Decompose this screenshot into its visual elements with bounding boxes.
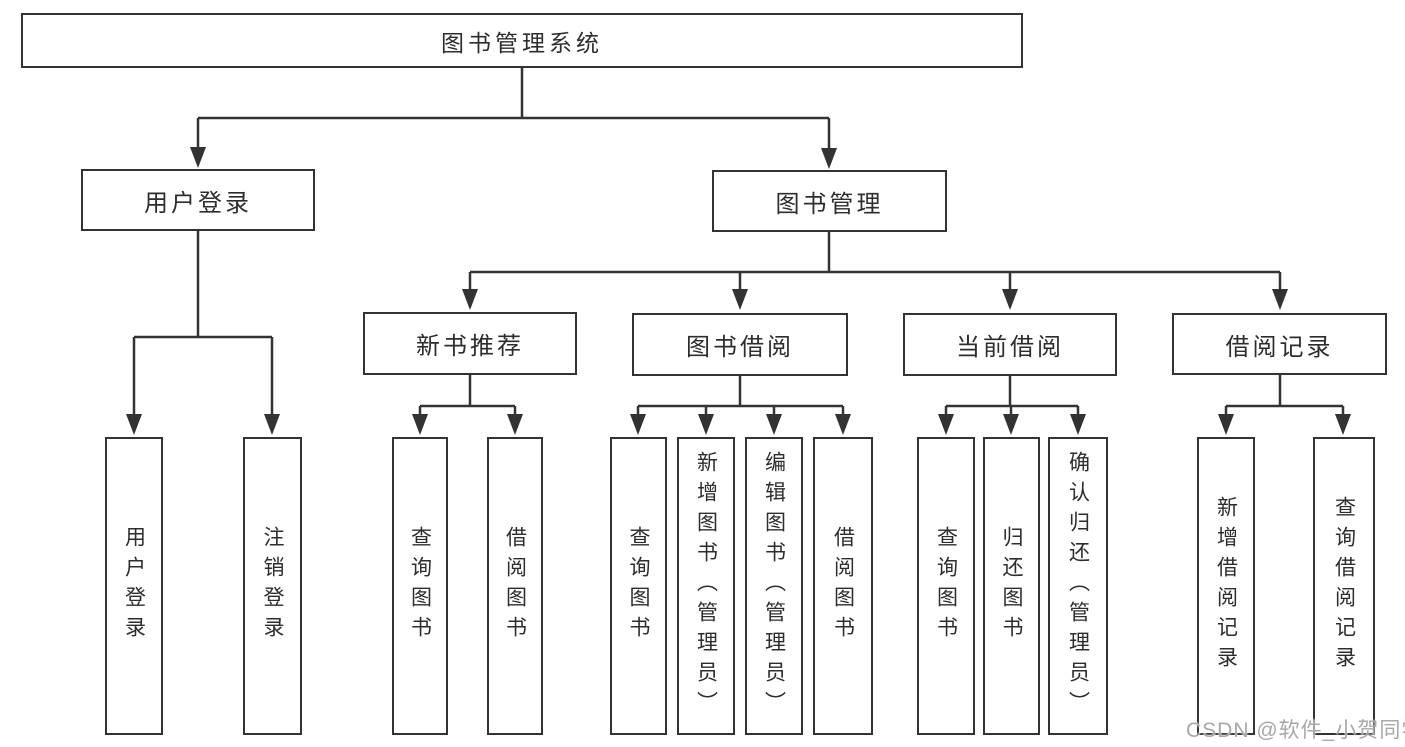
- leaf-label: 借阅图书: [831, 526, 855, 646]
- leaf-return-books: 归还图书: [983, 437, 1040, 735]
- arrowhead: [1218, 414, 1234, 435]
- arrowhead: [630, 414, 646, 435]
- arrowhead: [1070, 414, 1086, 435]
- leaf-label: 编辑图书（管理员）: [762, 451, 786, 721]
- arrowhead: [507, 414, 523, 435]
- arrowhead: [1272, 289, 1288, 310]
- edge-userlogin-to-leaves: [132, 231, 274, 414]
- arrowhead: [126, 414, 142, 435]
- node-label: 图书管理系统: [441, 29, 603, 56]
- node-current-borrow: 当前借阅: [903, 313, 1117, 376]
- leaf-query-borrow-record: 查询借阅记录: [1313, 437, 1375, 735]
- leaf-label: 新增图书（管理员）: [694, 451, 718, 721]
- leaf-user-login: 用户登录: [105, 437, 163, 735]
- arrowhead: [190, 147, 206, 168]
- leaf-label: 确认归还（管理员）: [1066, 451, 1090, 721]
- edge-current-to-leaves: [944, 376, 1080, 414]
- arrowhead: [462, 289, 478, 310]
- arrowhead: [1003, 414, 1019, 435]
- node-label: 当前借阅: [956, 334, 1064, 361]
- node-label: 借阅记录: [1225, 333, 1334, 361]
- leaf-confirm-return-admin: 确认归还（管理员）: [1048, 437, 1108, 735]
- edge-newbook-to-leaves: [418, 375, 517, 414]
- node-label: 图书管理: [775, 190, 884, 218]
- leaf-query-books: 查询图书: [917, 437, 975, 735]
- leaf-label: 借阅图书: [503, 526, 527, 646]
- leaf-label: 查询图书: [627, 526, 650, 646]
- leaf-label: 查询图书: [408, 526, 432, 646]
- leaf-label: 注销登录: [261, 526, 284, 646]
- node-label: 新书推荐: [416, 333, 524, 360]
- edge-borrow-to-leaves: [636, 376, 845, 414]
- edge-bookmgmt-to-level3: [468, 232, 1282, 289]
- arrowhead: [821, 148, 837, 169]
- leaf-add-books-admin: 新增图书（管理员）: [677, 437, 735, 735]
- leaf-borrow-books: 借阅图书: [813, 437, 873, 735]
- node-new-book-recommend: 新书推荐: [363, 312, 577, 375]
- node-borrow-records: 借阅记录: [1172, 313, 1387, 375]
- leaf-label: 新增借阅记录: [1214, 496, 1238, 676]
- csdn-watermark: CSDN @软件_小贺同学: [1186, 719, 1405, 742]
- leaf-logout: 注销登录: [243, 437, 302, 735]
- arrowhead: [732, 289, 748, 310]
- edge-root-to-level2: [196, 68, 831, 148]
- arrowhead: [412, 414, 428, 435]
- arrowhead: [1002, 289, 1018, 310]
- leaf-label: 查询图书: [934, 526, 958, 646]
- arrowhead: [835, 414, 851, 435]
- arrowhead: [766, 414, 782, 435]
- node-book-borrow: 图书借阅: [632, 313, 848, 376]
- leaf-label: 用户登录: [122, 526, 146, 646]
- leaf-borrow-books: 借阅图书: [487, 437, 543, 735]
- node-book-management: 图书管理: [712, 170, 947, 232]
- leaf-label: 归还图书: [1000, 526, 1023, 646]
- arrowhead: [264, 414, 280, 435]
- node-label: 图书借阅: [686, 334, 794, 361]
- leaf-edit-books-admin: 编辑图书（管理员）: [745, 437, 803, 735]
- leaf-query-books: 查询图书: [392, 437, 448, 735]
- arrowhead: [1335, 414, 1351, 435]
- edge-records-to-leaves: [1224, 375, 1345, 414]
- leaf-label: 查询借阅记录: [1332, 496, 1356, 676]
- arrowhead: [938, 414, 954, 435]
- node-user-login: 用户登录: [81, 169, 315, 231]
- arrowhead: [698, 414, 714, 435]
- node-root-system: 图书管理系统: [21, 13, 1023, 68]
- leaf-add-borrow-record: 新增借阅记录: [1197, 437, 1255, 735]
- leaf-query-books: 查询图书: [610, 437, 667, 735]
- node-label: 用户登录: [144, 189, 252, 217]
